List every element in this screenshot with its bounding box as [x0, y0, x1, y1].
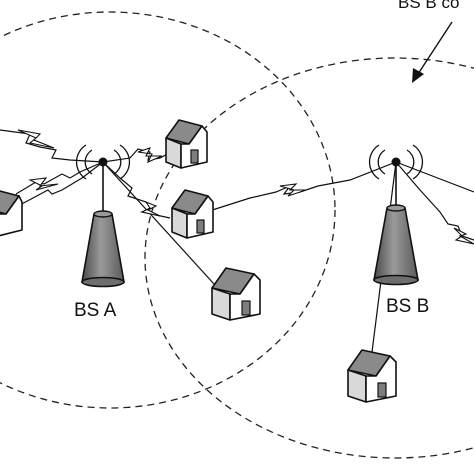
link-bs-a-house-2	[102, 161, 171, 219]
house-icon	[0, 190, 23, 237]
link-bs-a-left-house-a	[15, 161, 104, 195]
house-icon	[171, 189, 214, 239]
bs-b-label: BS B	[386, 296, 429, 317]
house-icon	[347, 349, 397, 403]
link-left-edge-bs-a	[0, 129, 104, 163]
bs-a-tower	[75, 144, 131, 288]
bs-a-label: BS A	[74, 300, 117, 321]
lightning-link-icon	[279, 183, 307, 197]
bs-b-antenna	[391, 157, 401, 167]
radio-waves-icon	[75, 144, 131, 180]
lightning-link-icon	[137, 147, 163, 164]
link-bs-a-left-house-b	[17, 161, 104, 207]
bs-b-coverage-label: BS B co	[398, 0, 459, 12]
radio-waves-icon	[368, 144, 424, 180]
bs-b-tower	[368, 144, 424, 286]
lightning-link-icon	[140, 200, 161, 217]
bs-a-antenna	[98, 157, 108, 167]
link-house-2-bs-b	[205, 161, 397, 213]
bs-a-coverage-area	[0, 11, 336, 409]
link-bs-a-house-3	[102, 161, 215, 285]
coverage-pointer-arrow	[412, 21, 453, 83]
link-bs-b-edge	[395, 161, 474, 193]
lightning-link-icon	[453, 227, 474, 245]
link-bs-a-house-1	[102, 147, 179, 163]
house-icon	[211, 267, 261, 321]
house-icon	[165, 119, 208, 169]
bs-b-coverage-area	[144, 57, 474, 459]
lightning-link-icon	[17, 129, 55, 149]
lightning-link-icon	[28, 177, 59, 191]
